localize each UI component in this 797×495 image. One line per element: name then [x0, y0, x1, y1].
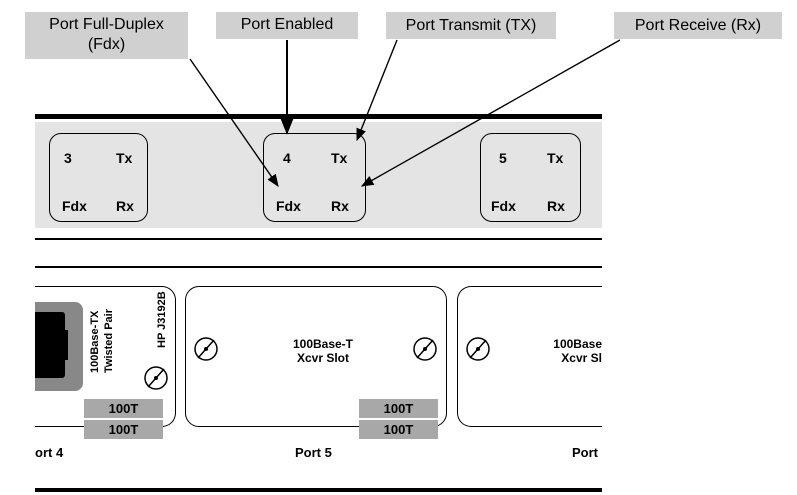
led-tx: Tx — [116, 150, 133, 166]
speed-tag: 100T — [359, 420, 438, 439]
leader-full-duplex — [189, 58, 279, 188]
module-bottom-line — [35, 488, 602, 492]
leader-receive — [360, 39, 621, 187]
top-bezel-line — [35, 114, 602, 119]
screw-icon — [144, 366, 168, 390]
speed-tag: 100T — [84, 420, 163, 439]
led-tx: Tx — [331, 150, 348, 166]
led-port-number: 4 — [283, 150, 291, 166]
slot-label-line2: Xcvr Slot — [296, 351, 350, 365]
speed-tag: 100T — [359, 399, 438, 418]
screw-icon — [413, 337, 437, 361]
speed-tag: 100T — [84, 399, 163, 418]
module-top-line — [35, 266, 602, 268]
led-fdx: Fdx — [276, 198, 301, 214]
callout-port-full-duplex: Port Full-Duplex (Fdx) — [25, 12, 188, 59]
callout-port-receive: Port Receive (Rx) — [614, 12, 782, 39]
slot-label-line1: 100Base — [553, 337, 602, 351]
led-group-port-5: 5 Tx Fdx Rx — [480, 133, 581, 222]
led-port-number: 3 — [64, 150, 72, 166]
led-rx: Rx — [116, 198, 134, 214]
led-panel-bottom-line — [35, 238, 602, 240]
led-rx: Rx — [331, 198, 349, 214]
port-label-4: ort 4 — [35, 445, 64, 460]
port-label-5: Port 5 — [295, 445, 332, 460]
rj45-notch — [56, 330, 68, 360]
slot-label-line2: Xcvr Sl — [561, 351, 602, 365]
led-group-port-3: 3 Tx Fdx Rx — [49, 133, 148, 222]
led-rx: Rx — [547, 198, 565, 214]
screw-icon — [466, 337, 490, 361]
led-fdx: Fdx — [62, 198, 87, 214]
slot-label-line1: 100Base-T — [292, 337, 354, 351]
callout-port-transmit: Port Transmit (TX) — [386, 12, 556, 39]
leader-transmit — [356, 39, 398, 142]
led-tx: Tx — [547, 150, 564, 166]
callout-port-enabled: Port Enabled — [216, 12, 358, 39]
screw-icon — [194, 337, 218, 361]
led-fdx: Fdx — [491, 198, 516, 214]
led-port-number: 5 — [499, 150, 507, 166]
port-label-6: Port — [572, 445, 598, 460]
